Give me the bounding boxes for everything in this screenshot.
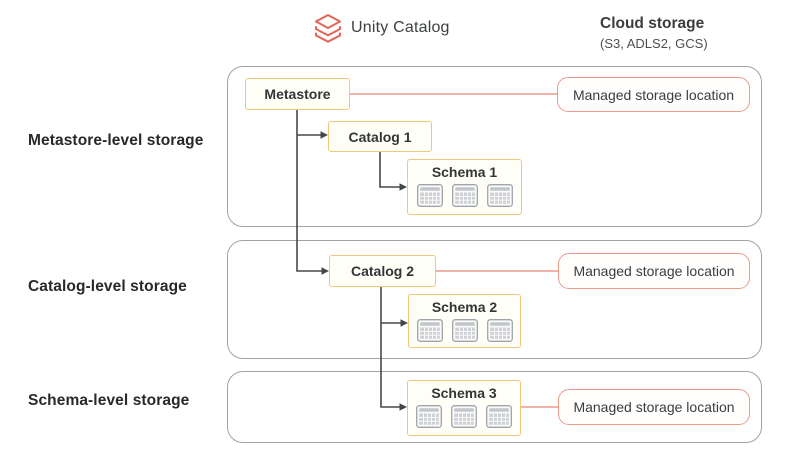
schema-2-tables — [417, 319, 513, 342]
metastore-level-label: Metastore-level storage — [28, 132, 204, 149]
table-icon — [452, 184, 478, 207]
table-icon — [452, 319, 478, 342]
cloud-storage-title: Cloud storage — [600, 15, 705, 32]
schema-3-tables — [416, 405, 512, 428]
schema-3-box: Schema 3 — [407, 380, 521, 436]
catalog-2-box: Catalog 2 — [329, 255, 436, 287]
schema-2-box: Schema 2 — [408, 294, 521, 348]
catalog-level-label: Catalog-level storage — [28, 278, 187, 295]
table-icon — [417, 184, 443, 207]
managed-storage-location-metastore: Managed storage location — [557, 77, 750, 112]
cloud-storage-subtitle: (S3, ADLS2, GCS) — [600, 36, 708, 51]
schema-3-label: Schema 3 — [431, 385, 497, 401]
table-icon — [451, 405, 477, 428]
schema-1-box: Schema 1 — [407, 159, 522, 215]
table-icon — [417, 319, 443, 342]
schema-2-label: Schema 2 — [431, 299, 498, 315]
table-icon — [416, 405, 442, 428]
unity-catalog-icon — [313, 13, 343, 45]
table-icon — [487, 184, 513, 207]
schema-1-tables — [417, 184, 513, 207]
managed-storage-location-catalog: Managed storage location — [558, 253, 750, 289]
catalog-1-box: Catalog 1 — [328, 121, 432, 152]
metastore-box: Metastore — [245, 78, 350, 110]
table-icon — [487, 319, 513, 342]
table-icon — [486, 405, 512, 428]
unity-catalog-label: Unity Catalog — [351, 19, 450, 36]
managed-storage-location-schema: Managed storage location — [558, 389, 750, 425]
schema-level-label: Schema-level storage — [28, 392, 190, 409]
schema-1-label: Schema 1 — [431, 164, 498, 180]
